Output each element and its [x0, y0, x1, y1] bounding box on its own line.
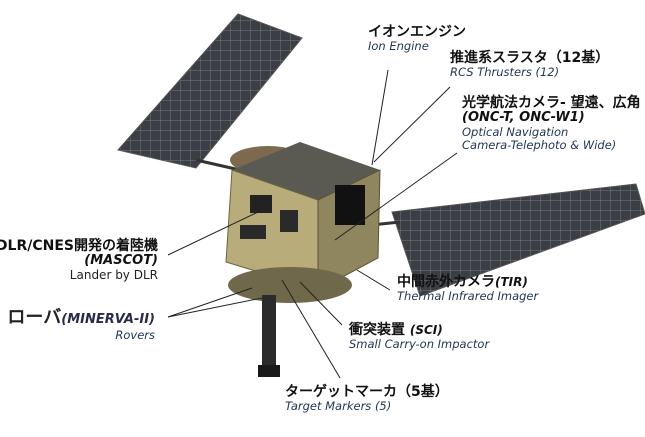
- label-code: (MINERVA-II): [61, 312, 155, 327]
- label-rcs-thrusters: 推進系スラスタ（12基） RCS Thrusters (12): [450, 50, 609, 79]
- label-mascot: DLR/CNES開発の着陸機 (MASCOT) Lander by DLR: [0, 238, 158, 283]
- label-tir: 中間赤外カメラ(TIR) Thermal Infrared Imager: [397, 272, 538, 304]
- label-en: Rovers: [115, 327, 155, 342]
- label-code: (TIR): [495, 275, 528, 289]
- label-jp: 光学航法カメラ- 望遠、広角: [462, 95, 641, 111]
- label-jp: イオンエンジン: [368, 24, 466, 40]
- solar-panel-left: [117, 13, 303, 169]
- label-code: (ONC-T, ONC-W1): [462, 110, 585, 126]
- label-rovers: ローバ(MINERVA-II) Rovers: [7, 307, 155, 342]
- leader-lines: [167, 69, 458, 379]
- label-en: Lander by DLR: [69, 268, 158, 283]
- label-en: Thermal Infrared Imager: [397, 289, 539, 304]
- label-target-markers: ターゲットマーカ（5基） Target Markers (5): [285, 384, 449, 413]
- label-code: (MASCOT): [84, 253, 158, 269]
- label-en: Small Carry-on Impactor: [349, 337, 490, 352]
- label-en: Ion Engine: [368, 39, 429, 54]
- label-jp: 中間赤外カメラ: [397, 274, 495, 290]
- label-onc: 光学航法カメラ- 望遠、広角 (ONC-T, ONC-W1) Optical N…: [462, 95, 641, 152]
- label-jp: ローバ: [7, 307, 62, 328]
- label-en: Target Markers (5): [285, 399, 392, 414]
- label-en: RCS Thrusters (12): [450, 65, 560, 80]
- label-jp: DLR/CNES開発の着陸機: [0, 238, 158, 254]
- label-en-1: Optical Navigation: [462, 125, 569, 140]
- label-en-2: Camera-Telephoto & Wide): [462, 138, 617, 153]
- solar-panel-right: [391, 183, 645, 297]
- label-jp: 衝突装置: [349, 322, 410, 338]
- label-jp: ターゲットマーカ（5基）: [285, 384, 449, 400]
- label-sci: 衝突装置 (SCI) Small Carry-on Impactor: [349, 320, 489, 352]
- label-code: (SCI): [409, 323, 443, 337]
- sampler-horn: [262, 295, 276, 370]
- label-jp: 推進系スラスタ（12基）: [450, 50, 610, 66]
- label-ion-engine: イオンエンジン Ion Engine: [368, 24, 466, 53]
